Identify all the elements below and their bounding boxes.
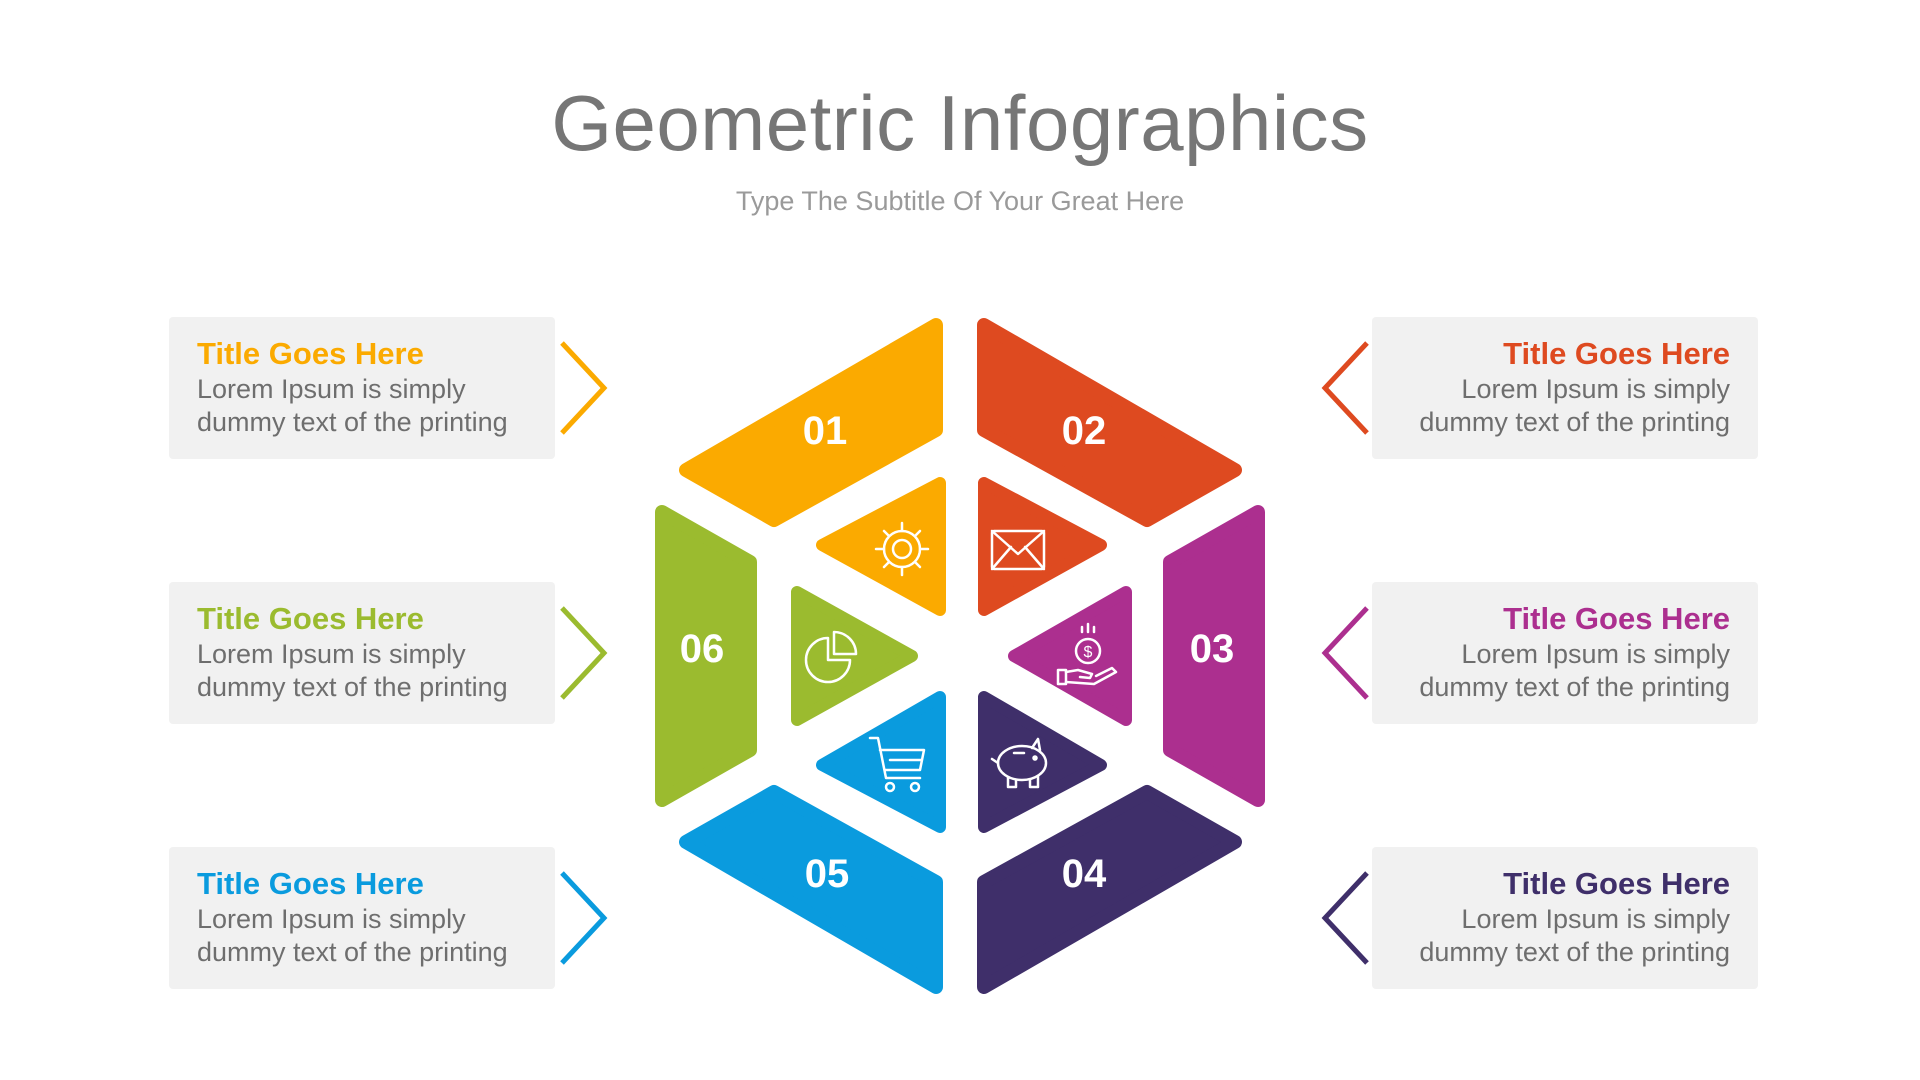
segment-number-02: 02 (1062, 409, 1107, 453)
segment-06 (655, 505, 757, 807)
inner-triangle-02 (978, 477, 1107, 616)
page-title: Geometric Infographics (551, 79, 1369, 167)
inner-triangle-06 (791, 586, 918, 726)
pointer-01 (560, 341, 608, 435)
card-title: Title Goes Here (1503, 601, 1730, 636)
segment-number-03: 03 (1190, 627, 1235, 671)
inner-triangle-03 (1008, 586, 1132, 726)
pointer-03 (1321, 606, 1369, 700)
segment-04 (977, 785, 1242, 994)
pointer-06 (560, 606, 608, 700)
segment-number-05: 05 (805, 852, 850, 896)
segment-number-01: 01 (803, 409, 848, 453)
shopping-cart-icon (868, 736, 926, 793)
pointer-04 (1321, 871, 1369, 965)
piggy-bank-icon (990, 737, 1048, 789)
segment-01 (679, 318, 943, 527)
pointer-02 (1321, 341, 1369, 435)
svg-text:$: $ (1084, 644, 1093, 661)
segment-02 (977, 318, 1242, 527)
hand-coin-icon: $ (1056, 622, 1118, 686)
gear-icon (874, 521, 930, 577)
card-title: Title Goes Here (1503, 336, 1730, 371)
card-title: Title Goes Here (1503, 866, 1730, 901)
envelope-icon (990, 529, 1046, 571)
segment-number-06: 06 (680, 627, 725, 671)
segment-number-04: 04 (1062, 852, 1107, 896)
inner-triangle-05 (816, 691, 946, 833)
card-title: Title Goes Here (197, 866, 424, 901)
segment-05 (679, 785, 943, 994)
segment-03 (1163, 505, 1265, 807)
card-title: Title Goes Here (197, 336, 424, 371)
page-subtitle: Type The Subtitle Of Your Great Here (735, 186, 1185, 216)
pointer-05 (560, 871, 608, 965)
inner-triangle-01 (816, 477, 946, 616)
card-title: Title Goes Here (197, 601, 424, 636)
pie-chart-icon (804, 630, 858, 684)
inner-triangle-04 (978, 691, 1107, 833)
